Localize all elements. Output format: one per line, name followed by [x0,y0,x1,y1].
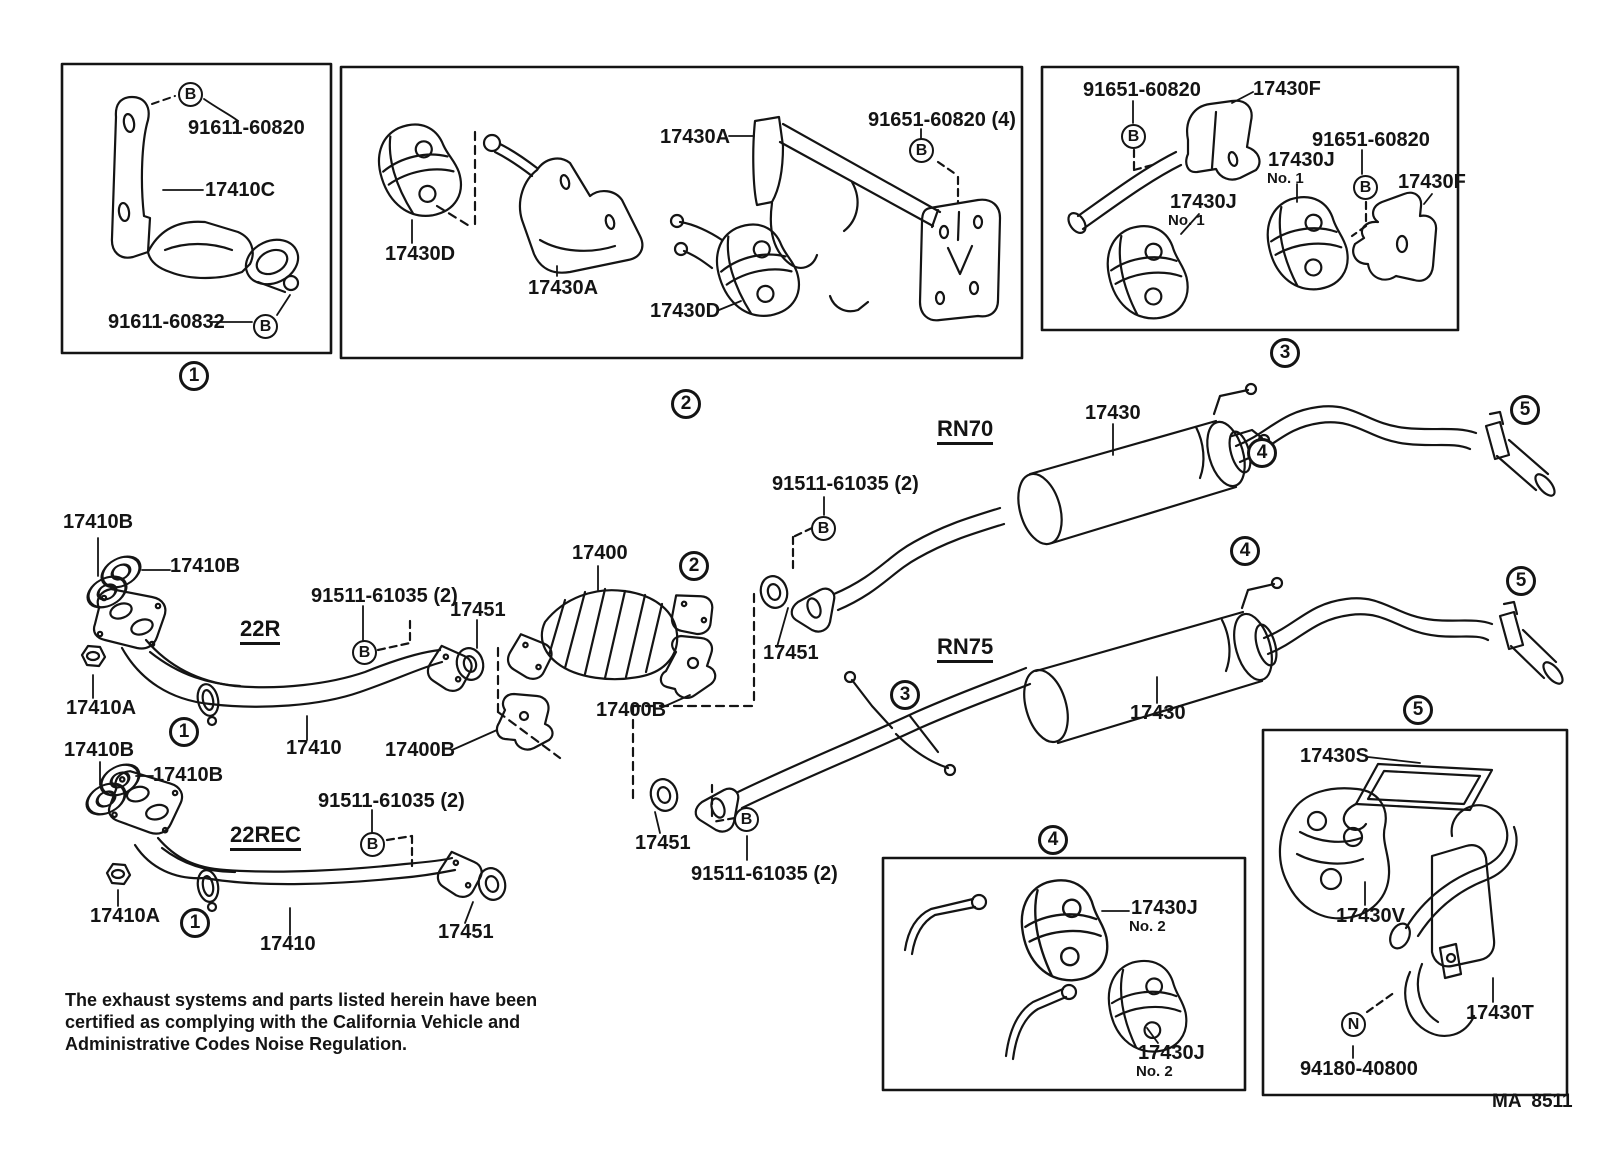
inset4-hangers-drawing [903,873,1192,1061]
part-label-17430j: 17430J [1170,191,1237,213]
front-pipe-22r-drawing [80,537,554,751]
catalytic-converter-drawing [496,565,792,800]
part-label-17400: 17400 [572,542,628,564]
ref-circle-5: 5 [1403,695,1433,725]
part-label-17410b: 17410B [170,555,241,577]
part-sublabel-no1: No. 1 [1168,212,1205,229]
engine-label-22r: 22R [240,618,281,645]
ref-circle-1: 1 [179,361,209,391]
part-label-17430f: 17430F [1398,171,1466,193]
part-label-17430s: 17430S [1300,745,1369,767]
certification-note-line3: Administrative Codes Noise Regulation. [65,1034,408,1054]
part-label-17430j: 17430J [1268,149,1335,171]
bolt-code-circle-b: B [734,807,759,832]
engine-label-22rec: 22REC [230,824,301,851]
part-label-91611-60832: 91611-60832 [108,311,225,333]
part-label-17410b: 17410B [153,764,224,786]
part-label-17430: 17430 [1130,702,1186,724]
model-label-rn70: RN70 [937,418,994,445]
rn70-exhaust-drawing [790,382,1556,633]
ref-circle-4: 4 [1038,825,1068,855]
ref-circle-2: 2 [679,551,709,581]
bolt-code-circle-b: B [811,516,836,541]
bolt-code-circle-b: B [352,640,377,665]
part-label-94180-40800: 94180-40800 [1300,1058,1418,1080]
part-label-17400b: 17400B [385,739,456,761]
ref-circle-5: 5 [1506,566,1536,596]
part-label-17410b: 17410B [63,511,134,533]
bolt-code-circle-b: B [253,314,278,339]
part-label-91611-60820: 91611-60820 [188,117,305,139]
part-label-91651-60820: 91651-60820 [1312,129,1430,151]
part-label-91651-60820: 91651-60820 [1083,79,1201,101]
ref-circle-1: 1 [169,717,199,747]
part-label-17451: 17451 [438,921,494,943]
certification-note-line1: The exhaust systems and parts listed her… [65,990,538,1010]
nut-code-circle-n: N [1341,1012,1366,1037]
ref-circle-2: 2 [671,389,701,419]
part-label-17430j: 17430J [1131,897,1198,919]
part-sublabel-no2: No. 2 [1136,1063,1173,1080]
ref-circle-4: 4 [1247,438,1277,468]
part-sublabel-no1: No. 1 [1267,170,1304,187]
inset-box-frames [60,62,1569,1097]
bolt-code-circle-b: B [1121,124,1146,149]
inset1-bracket-clamp-drawing [110,95,300,323]
part-label-17410: 17410 [260,933,316,955]
part-label-17430a: 17430A [660,126,731,148]
part-label-17410a: 17410A [66,697,137,719]
part-label-91511-61035-2: 91511-61035 (2) [311,585,458,607]
part-label-17430: 17430 [1085,402,1141,424]
bolt-code-circle-b: B [909,138,934,163]
ref-circle-4: 4 [1230,536,1260,566]
part-sublabel-no2: No. 2 [1129,918,1166,935]
ref-circle-3: 3 [890,680,920,710]
part-label-17430v: 17430V [1336,905,1405,927]
part-label-17451: 17451 [450,599,506,621]
drawing-code: MA 8511 [1492,1091,1573,1112]
part-label-91511-61035-2: 91511-61035 (2) [691,863,838,885]
ref-circle-1: 1 [180,908,210,938]
part-label-91511-61035-2: 91511-61035 (2) [318,790,465,812]
part-label-17400b: 17400B [596,699,667,721]
part-label-17430j: 17430J [1138,1042,1205,1064]
bolt-code-circle-b: B [360,832,385,857]
part-label-91511-61035-2: 91511-61035 (2) [772,473,919,495]
inset3-pipe-hangers-drawing [1067,91,1438,327]
part-label-17430t: 17430T [1466,1002,1534,1024]
rn75-exhaust-drawing [646,576,1564,861]
part-label-17410a: 17410A [90,905,161,927]
model-label-rn75: RN75 [937,636,994,663]
ref-circle-5: 5 [1510,395,1540,425]
part-label-91651-60820-4: 91651-60820 (4) [868,109,1016,131]
part-label-17430a: 17430A [528,277,599,299]
inset5-tailpipe-hardware-drawing [1278,756,1518,1059]
part-label-17451: 17451 [763,642,819,664]
part-label-17410b: 17410B [64,739,135,761]
part-label-17430d: 17430D [385,243,456,265]
part-label-17430d: 17430D [650,300,721,322]
certification-note-line2: certified as complying with the Californ… [65,1012,521,1032]
bolt-code-circle-b: B [178,82,203,107]
front-pipe-22rec-drawing [80,756,510,936]
part-label-17410: 17410 [286,737,342,759]
part-label-17410c: 17410C [205,179,276,201]
bolt-code-circle-b: B [1353,175,1378,200]
inset2-hangers-brackets-drawing [369,114,1002,327]
part-label-17451: 17451 [635,832,691,854]
part-label-17430f: 17430F [1253,78,1321,100]
ref-circle-3: 3 [1270,338,1300,368]
